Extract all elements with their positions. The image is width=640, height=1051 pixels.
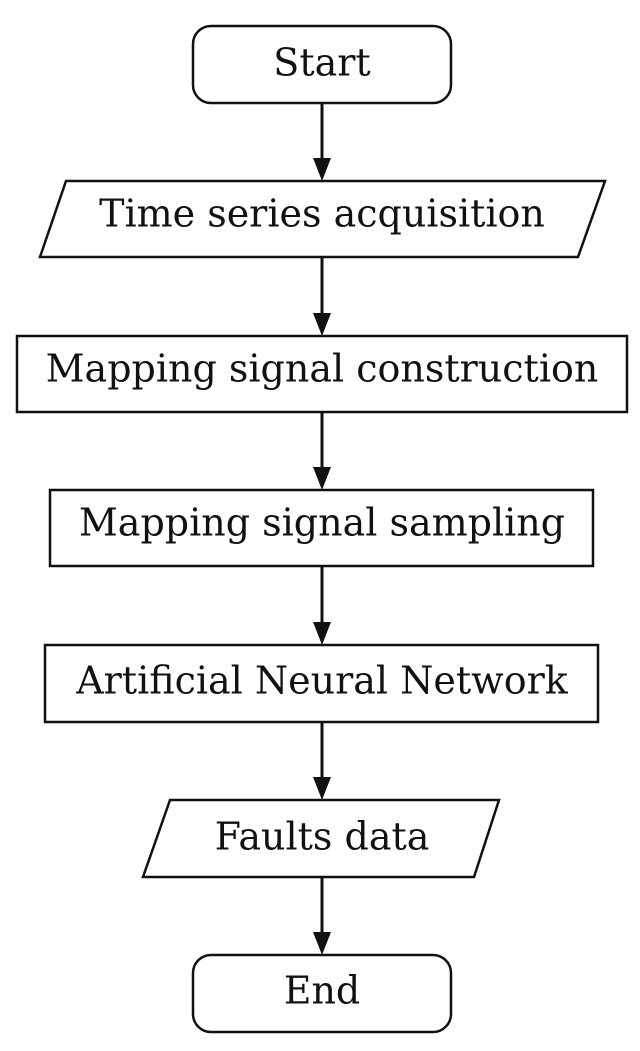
mapping-signal-sampling-label: Mapping signal sampling: [79, 501, 565, 545]
faults-data-label: Faults data: [215, 815, 430, 859]
time-series-acquisition-label: Time series acquisition: [99, 192, 545, 236]
start-node: Start: [191, 24, 453, 105]
end-label: End: [284, 969, 361, 1013]
mapping-signal-construction-label: Mapping signal construction: [46, 347, 599, 391]
arrow-faults-to-end: [313, 877, 331, 955]
arrow-ann-to-faults: [313, 722, 331, 800]
artificial-neural-network-label: Artificial Neural Network: [75, 659, 569, 703]
mapping-signal-sampling-node: Mapping signal sampling: [48, 488, 595, 568]
artificial-neural-network-node: Artificial Neural Network: [43, 643, 600, 724]
time-series-acquisition-node: Time series acquisition: [38, 179, 607, 259]
start-label: Start: [273, 41, 370, 85]
arrow-sampling-to-ann: [313, 566, 331, 645]
arrow-construction-to-sampling: [313, 412, 331, 490]
faults-data-node: Faults data: [141, 798, 501, 879]
mapping-signal-construction-node: Mapping signal construction: [15, 334, 629, 414]
arrow-start-to-acquisition: [313, 103, 331, 181]
arrow-acquisition-to-construction: [313, 257, 331, 336]
end-node: End: [191, 953, 453, 1034]
